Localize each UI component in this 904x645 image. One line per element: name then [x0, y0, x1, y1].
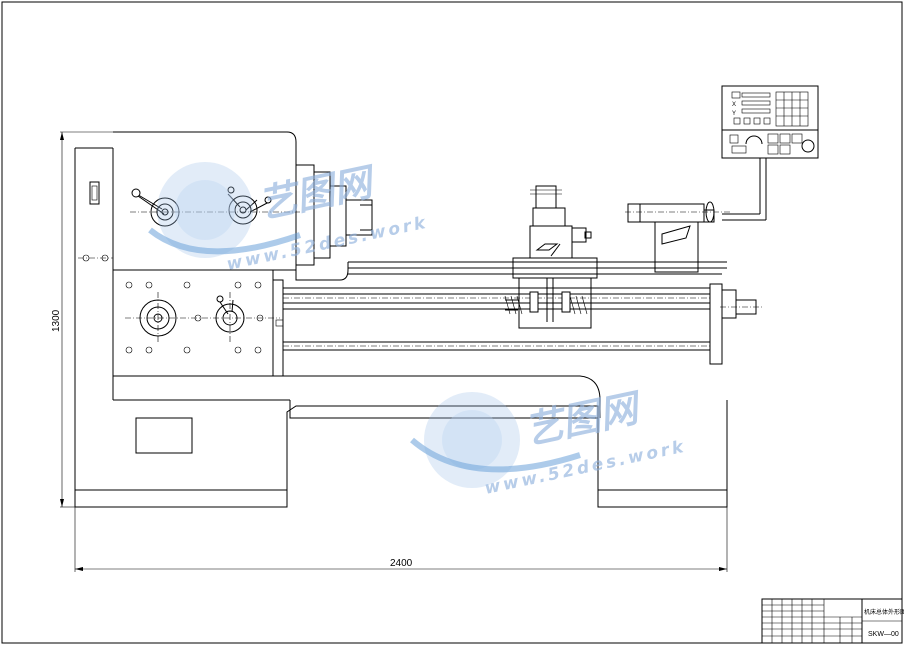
headstock	[78, 131, 373, 281]
watermark-brand-top: 艺图网	[255, 159, 381, 227]
control-panel: X Y	[721, 85, 819, 159]
tailstock	[625, 158, 767, 273]
workpiece	[345, 199, 373, 236]
title-block: 机床总体外形图 SKW—00	[761, 598, 904, 644]
axis-label-y: Y	[732, 111, 736, 117]
watermark-top: 艺图网 www.52des.work	[148, 159, 430, 275]
speed-dial-right	[228, 195, 258, 225]
drawing-title: 机床总体外形图	[864, 608, 904, 616]
bed-door	[135, 417, 193, 454]
lathe-bed	[74, 147, 728, 508]
drawing-code: SKW—00	[868, 631, 899, 638]
carriage	[504, 185, 598, 329]
tool-post	[532, 207, 566, 227]
dimension-height: 1300	[51, 131, 113, 508]
height-dimension: 1300	[51, 309, 62, 332]
motor-switch	[89, 181, 100, 205]
end-bracket	[709, 283, 764, 365]
guide-ways	[283, 261, 727, 351]
gear-box	[112, 269, 284, 377]
watermark-bottom: 艺图网 www.52des.work	[410, 385, 688, 499]
watermark-url-top: www.52des.work	[225, 213, 430, 275]
emergency-stop	[801, 139, 815, 153]
axis-label-x: X	[732, 102, 736, 108]
length-dimension: 2400	[390, 558, 413, 569]
watermark-brand-bottom: 艺图网	[521, 385, 647, 453]
dimension-length: 2400	[74, 507, 728, 572]
